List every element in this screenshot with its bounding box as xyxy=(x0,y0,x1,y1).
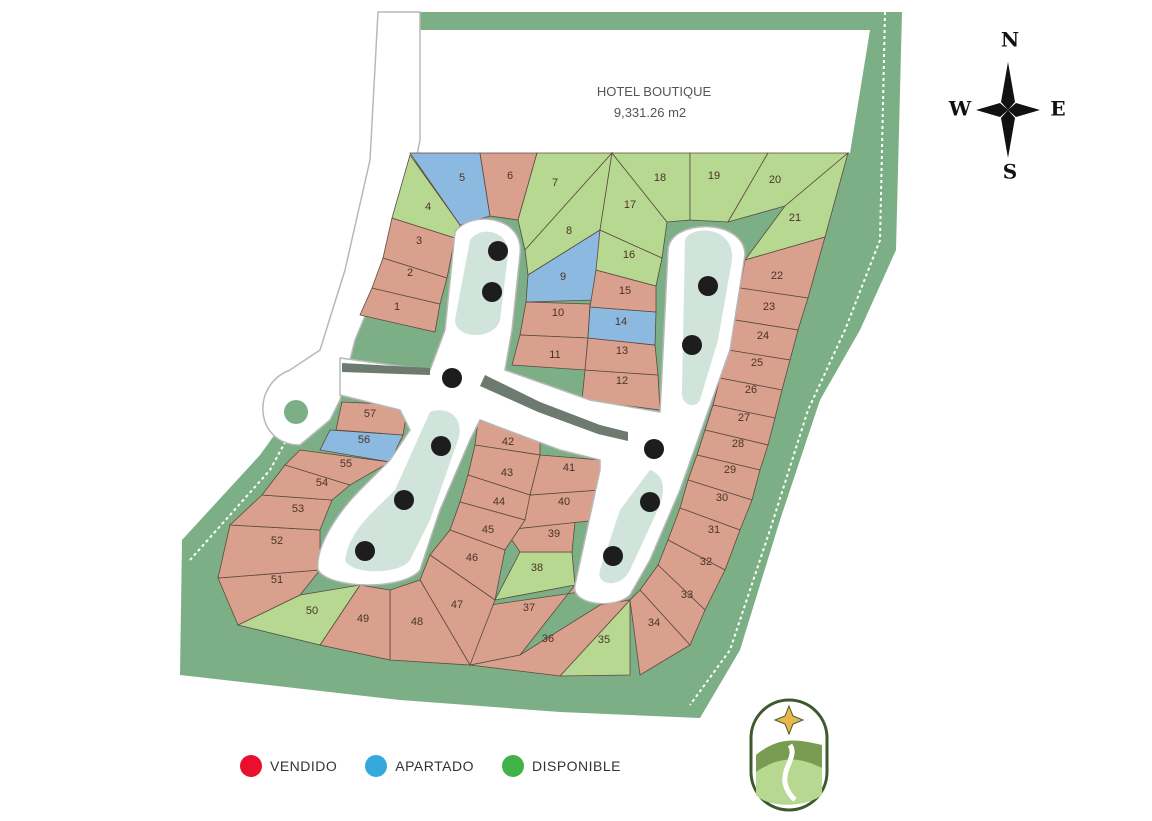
lot-label-47: 47 xyxy=(451,599,463,611)
legend-label: APARTADO xyxy=(395,758,474,774)
legend-dot-disponible xyxy=(501,755,524,777)
lot-label-54: 54 xyxy=(316,477,328,489)
lot-label-38: 38 xyxy=(531,562,543,574)
lot-label-24: 24 xyxy=(757,330,769,342)
median-garden-2 xyxy=(681,230,733,406)
lot-label-44: 44 xyxy=(493,496,505,508)
compass-north: N xyxy=(1001,28,1019,52)
legend-label: DISPONIBLE xyxy=(531,758,622,774)
trees xyxy=(355,241,718,566)
lot-label-30: 30 xyxy=(716,492,728,504)
brand-logo xyxy=(749,698,829,812)
lot-label-9: 9 xyxy=(560,271,566,283)
lot-label-25: 25 xyxy=(751,357,763,369)
lot-label-29: 29 xyxy=(724,464,736,476)
lot-label-15: 15 xyxy=(619,285,631,297)
lot-label-53: 53 xyxy=(292,503,304,515)
lot-label-7: 7 xyxy=(552,177,558,189)
lot-label-40: 40 xyxy=(558,496,570,508)
hotel-area xyxy=(412,30,870,153)
lot-label-21: 21 xyxy=(789,212,801,224)
hotel-name: HOTEL BOUTIQUE xyxy=(597,84,712,99)
lot-label-23: 23 xyxy=(763,301,775,313)
lot-label-4: 4 xyxy=(425,201,431,213)
lot-55[interactable] xyxy=(284,449,392,486)
lot-label-55: 55 xyxy=(340,458,352,470)
lot-label-1: 1 xyxy=(394,301,400,313)
lot-34[interactable] xyxy=(629,589,691,676)
compass-south: S xyxy=(1003,160,1017,184)
lot-label-52: 52 xyxy=(271,535,283,547)
lot-label-26: 26 xyxy=(745,384,757,396)
compass-rose-icon xyxy=(976,62,1040,158)
lot-label-57: 57 xyxy=(364,408,376,420)
lot-label-16: 16 xyxy=(623,249,635,261)
legend-item-disponible: DISPONIBLE xyxy=(501,755,622,777)
legend-item-apartado: APARTADO xyxy=(365,755,474,777)
legend-dot-vendido xyxy=(240,755,262,777)
lot-label-51: 51 xyxy=(271,574,283,586)
lot-label-13: 13 xyxy=(616,345,628,357)
lot-label-50: 50 xyxy=(306,605,318,617)
lot-label-33: 33 xyxy=(681,589,693,601)
lot-label-18: 18 xyxy=(654,172,666,184)
legend-dot-apartado xyxy=(365,755,388,777)
lot-label-27: 27 xyxy=(738,412,750,424)
median-strip-2 xyxy=(480,375,628,441)
lot-label-37: 37 xyxy=(523,602,535,614)
lot-label-36: 36 xyxy=(542,633,554,645)
lot-label-41: 41 xyxy=(563,462,575,474)
hotel-area-label: 9,331.26 m2 xyxy=(614,105,686,120)
lot-label-14: 14 xyxy=(615,316,627,328)
lot-label-28: 28 xyxy=(732,438,744,450)
legend-item-vendido: VENDIDO xyxy=(240,755,337,777)
lot-label-12: 12 xyxy=(616,375,628,387)
lot-label-35: 35 xyxy=(598,634,610,646)
lot-label-5: 5 xyxy=(459,172,465,184)
legend-label: VENDIDO xyxy=(270,758,338,774)
lot-label-17: 17 xyxy=(624,199,636,211)
lot-label-8: 8 xyxy=(566,225,572,237)
lot-label-56: 56 xyxy=(358,434,370,446)
lot-52[interactable] xyxy=(217,524,321,579)
lot-label-32: 32 xyxy=(700,556,712,568)
legend: VENDIDO APARTADO DISPONIBLE xyxy=(240,755,621,777)
lot-label-19: 19 xyxy=(708,170,720,182)
lot-label-22: 22 xyxy=(771,270,783,282)
lot-label-31: 31 xyxy=(708,524,720,536)
lot-label-6: 6 xyxy=(507,170,513,182)
compass-west: W xyxy=(948,97,972,121)
lot-label-45: 45 xyxy=(482,524,494,536)
lot-label-43: 43 xyxy=(501,467,513,479)
lot-label-11: 11 xyxy=(549,349,560,361)
lot-label-10: 10 xyxy=(552,307,564,319)
lot-label-42: 42 xyxy=(502,436,514,448)
lot-label-49: 49 xyxy=(357,613,369,625)
lot-label-46: 46 xyxy=(466,552,478,564)
lot-label-48: 48 xyxy=(411,616,423,628)
median-strip-1 xyxy=(342,363,430,375)
lot-label-34: 34 xyxy=(648,617,660,629)
lot-label-2: 2 xyxy=(407,267,413,279)
lot-label-39: 39 xyxy=(548,528,560,540)
lot-label-3: 3 xyxy=(416,235,422,247)
lot-label-20: 20 xyxy=(769,174,781,186)
roundabout-island xyxy=(284,400,308,424)
compass-east: E xyxy=(1050,97,1065,121)
